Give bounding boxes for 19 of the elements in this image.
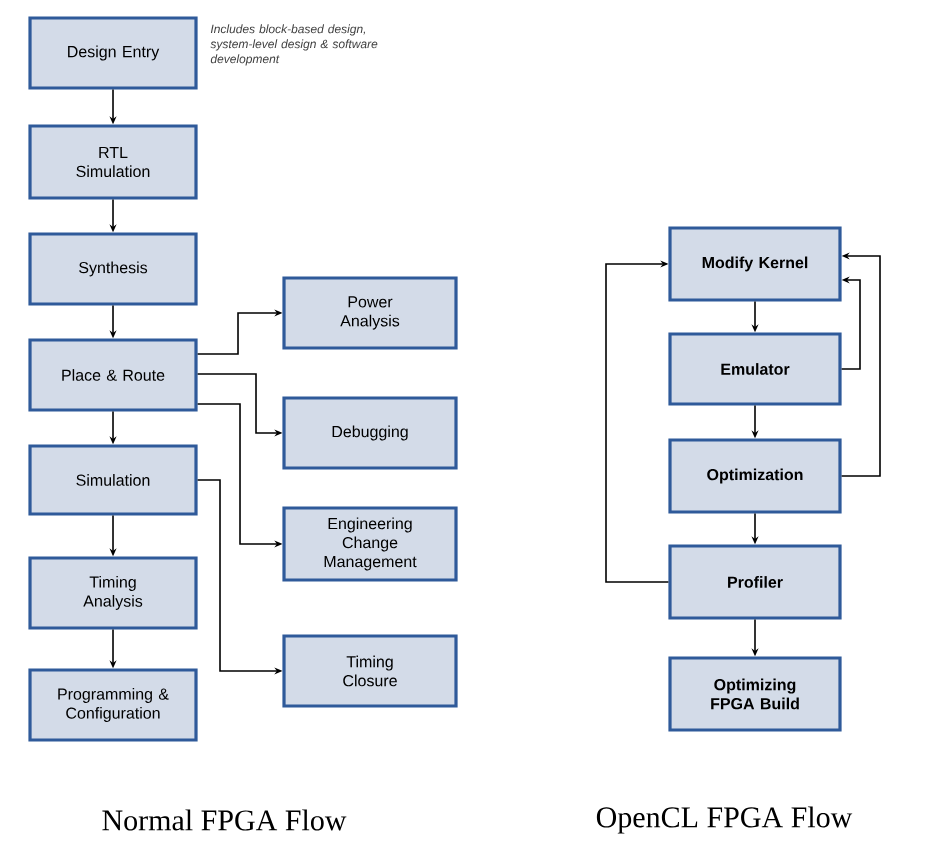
process-box: RTL Simulation (28, 124, 198, 200)
process-box: Timing Analysis (28, 556, 198, 630)
process-box: Programming & Configuration (28, 668, 198, 742)
process-box: Timing Closure (282, 634, 458, 708)
process-box: Optimizing FPGA Build (668, 656, 842, 732)
flow-title: Normal FPGA Flow (102, 809, 347, 831)
process-box: Optimization (668, 438, 842, 514)
process-box: Design Entry (28, 16, 198, 90)
process-box: Profiler (668, 544, 842, 620)
process-box: Power Analysis (282, 276, 458, 350)
process-box: Simulation (28, 444, 198, 516)
process-box: Debugging (282, 396, 458, 470)
flow-title: OpenCL FPGA Flow (596, 806, 853, 834)
process-box: Modify Kernel (668, 226, 842, 302)
arrow (605, 260, 670, 583)
process-box: Engineering Change Management (282, 506, 458, 582)
process-box: Synthesis (28, 232, 198, 306)
process-box: Place & Route (28, 338, 198, 412)
process-box: Emulator (668, 332, 842, 406)
